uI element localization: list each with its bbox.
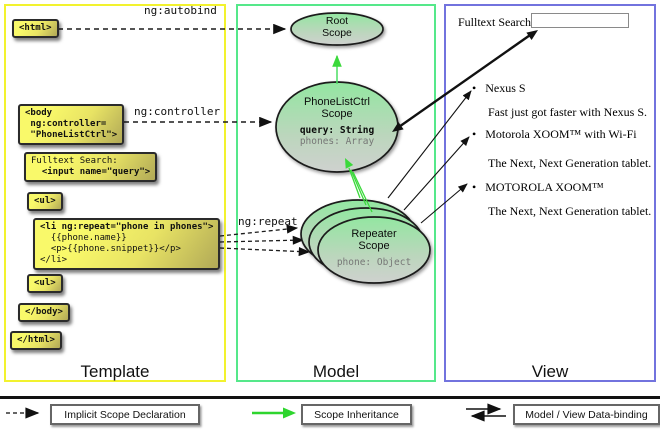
legend-implicit-scope-declaration: Implicit Scope Declaration	[50, 404, 200, 425]
code-ul-close: <ul>	[27, 274, 63, 293]
legend-binding-arrow-icon	[466, 403, 506, 422]
autobind-label: ng:autobind	[144, 4, 217, 17]
view-panel-label: View	[531, 362, 569, 381]
repeater-binding-arrows	[387, 90, 472, 224]
phone-property: phone: Object	[336, 257, 412, 268]
query-property: query: String	[299, 125, 375, 136]
template-panel-label: Template	[80, 362, 150, 381]
inheritance-arrow-repeater	[345, 158, 373, 213]
list-item-name: •Motorola XOOM™ with Wi-Fi	[472, 127, 637, 141]
fulltext-search-input[interactable]	[531, 13, 629, 28]
root-scope-ellipse	[290, 12, 384, 46]
list-item-snippet: The Next, Next Generation tablet.	[488, 204, 652, 218]
controller-label: ng:controller	[134, 105, 221, 118]
phonelistctrl-scope-label: PhoneListCtrl Scope query: String phones…	[276, 96, 398, 147]
bullet-icon: •	[472, 81, 477, 95]
list-item-snippet: The Next, Next Generation tablet.	[488, 156, 652, 170]
legend-model-view-data-binding: Model / View Data-binding	[513, 404, 660, 425]
code-html-close: </html>	[10, 331, 62, 350]
fulltext-search-label: Fulltext Search:	[458, 15, 535, 29]
list-item-name: •MOTOROLA XOOM™	[472, 180, 604, 194]
root-scope-label: Root Scope	[322, 15, 352, 39]
repeater-scope-label: Repeater Scope phone: Object	[316, 228, 432, 268]
code-li-repeat: <li ng:repeat="phone in phones"> {{phone…	[33, 218, 221, 270]
legend-separator	[0, 396, 660, 399]
view-panel: View	[444, 4, 656, 382]
query-binding-arrow	[392, 30, 538, 132]
list-item-name: •Nexus S	[472, 81, 526, 95]
bullet-icon: •	[472, 127, 477, 141]
model-panel: Model	[236, 4, 436, 382]
code-body-close: </body>	[18, 303, 70, 322]
phones-property: phones: Array	[299, 136, 375, 147]
legend-inheritance-arrow-icon	[252, 407, 296, 419]
legend-scope-inheritance: Scope Inheritance	[301, 404, 412, 425]
repeater-scope-ellipse-front	[317, 216, 431, 284]
code-fulltext-search: Fulltext Search: <input name="query">	[24, 152, 158, 182]
code-ul-open: <ul>	[27, 192, 63, 211]
bullet-icon: •	[472, 180, 477, 194]
repeat-label: ng:repeat	[238, 215, 298, 228]
model-panel-label: Model	[312, 362, 360, 381]
repeat-arrows	[219, 224, 311, 257]
code-body-open: <body ng:controller= "PhoneListCtrl">	[18, 104, 125, 145]
list-item-snippet: Fast just got faster with Nexus S.	[488, 105, 647, 119]
code-html-open: <html>	[12, 19, 59, 38]
